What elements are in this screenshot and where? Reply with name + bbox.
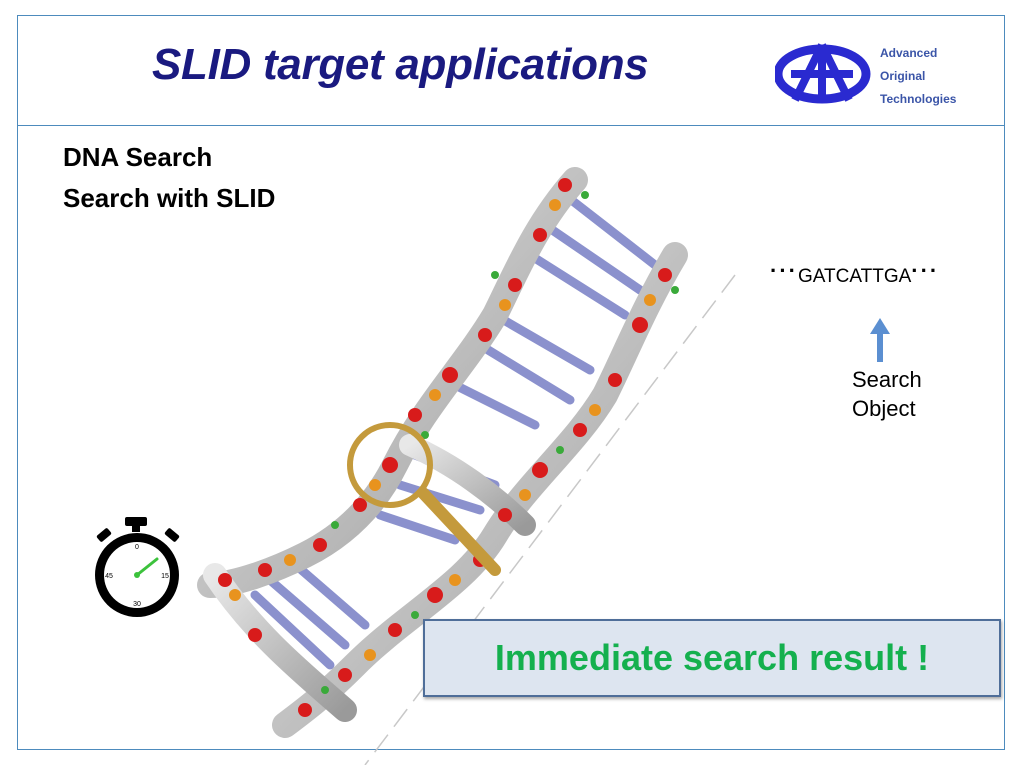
svg-text:30: 30 (133, 601, 141, 608)
result-text: Immediate search result ! (494, 637, 930, 678)
subtitle-block: DNA Search Search with SLID (63, 137, 275, 219)
aot-logo-icon (775, 43, 871, 104)
subtitle-dna-search: DNA Search (63, 142, 213, 172)
logo-line-2: Original (880, 69, 926, 83)
result-callout: Immediate search result ! (423, 619, 1001, 697)
slide-title: SLID target applications (152, 40, 649, 89)
magnifier-icon (347, 422, 501, 576)
search-object-line-2: Object (852, 396, 916, 421)
title-separator (17, 125, 1005, 126)
subtitle-search-with-slid: Search with SLID (63, 183, 276, 213)
sequence-text: GATCATTGA (797, 266, 912, 287)
dna-sequence: ···GATCATTGA··· (770, 258, 939, 288)
up-arrow-icon (870, 318, 890, 362)
sequence-leading-dots: ··· (770, 258, 798, 283)
search-object-label: Search Object (852, 365, 922, 423)
logo-line-3: Technologies (880, 92, 957, 106)
search-object-line-1: Search (852, 367, 922, 392)
sequence-trailing-dots: ··· (911, 258, 940, 283)
svg-text:45: 45 (105, 573, 113, 580)
svg-text:0: 0 (135, 544, 139, 551)
stopwatch-icon: 0 15 30 45 (95, 517, 180, 617)
logo-line-1: Advanced (880, 46, 938, 60)
company-name: Advanced Original Technologies (880, 42, 956, 111)
slide-frame (17, 15, 1005, 750)
svg-text:15: 15 (161, 573, 169, 580)
dna-helix-illustration (197, 167, 736, 765)
